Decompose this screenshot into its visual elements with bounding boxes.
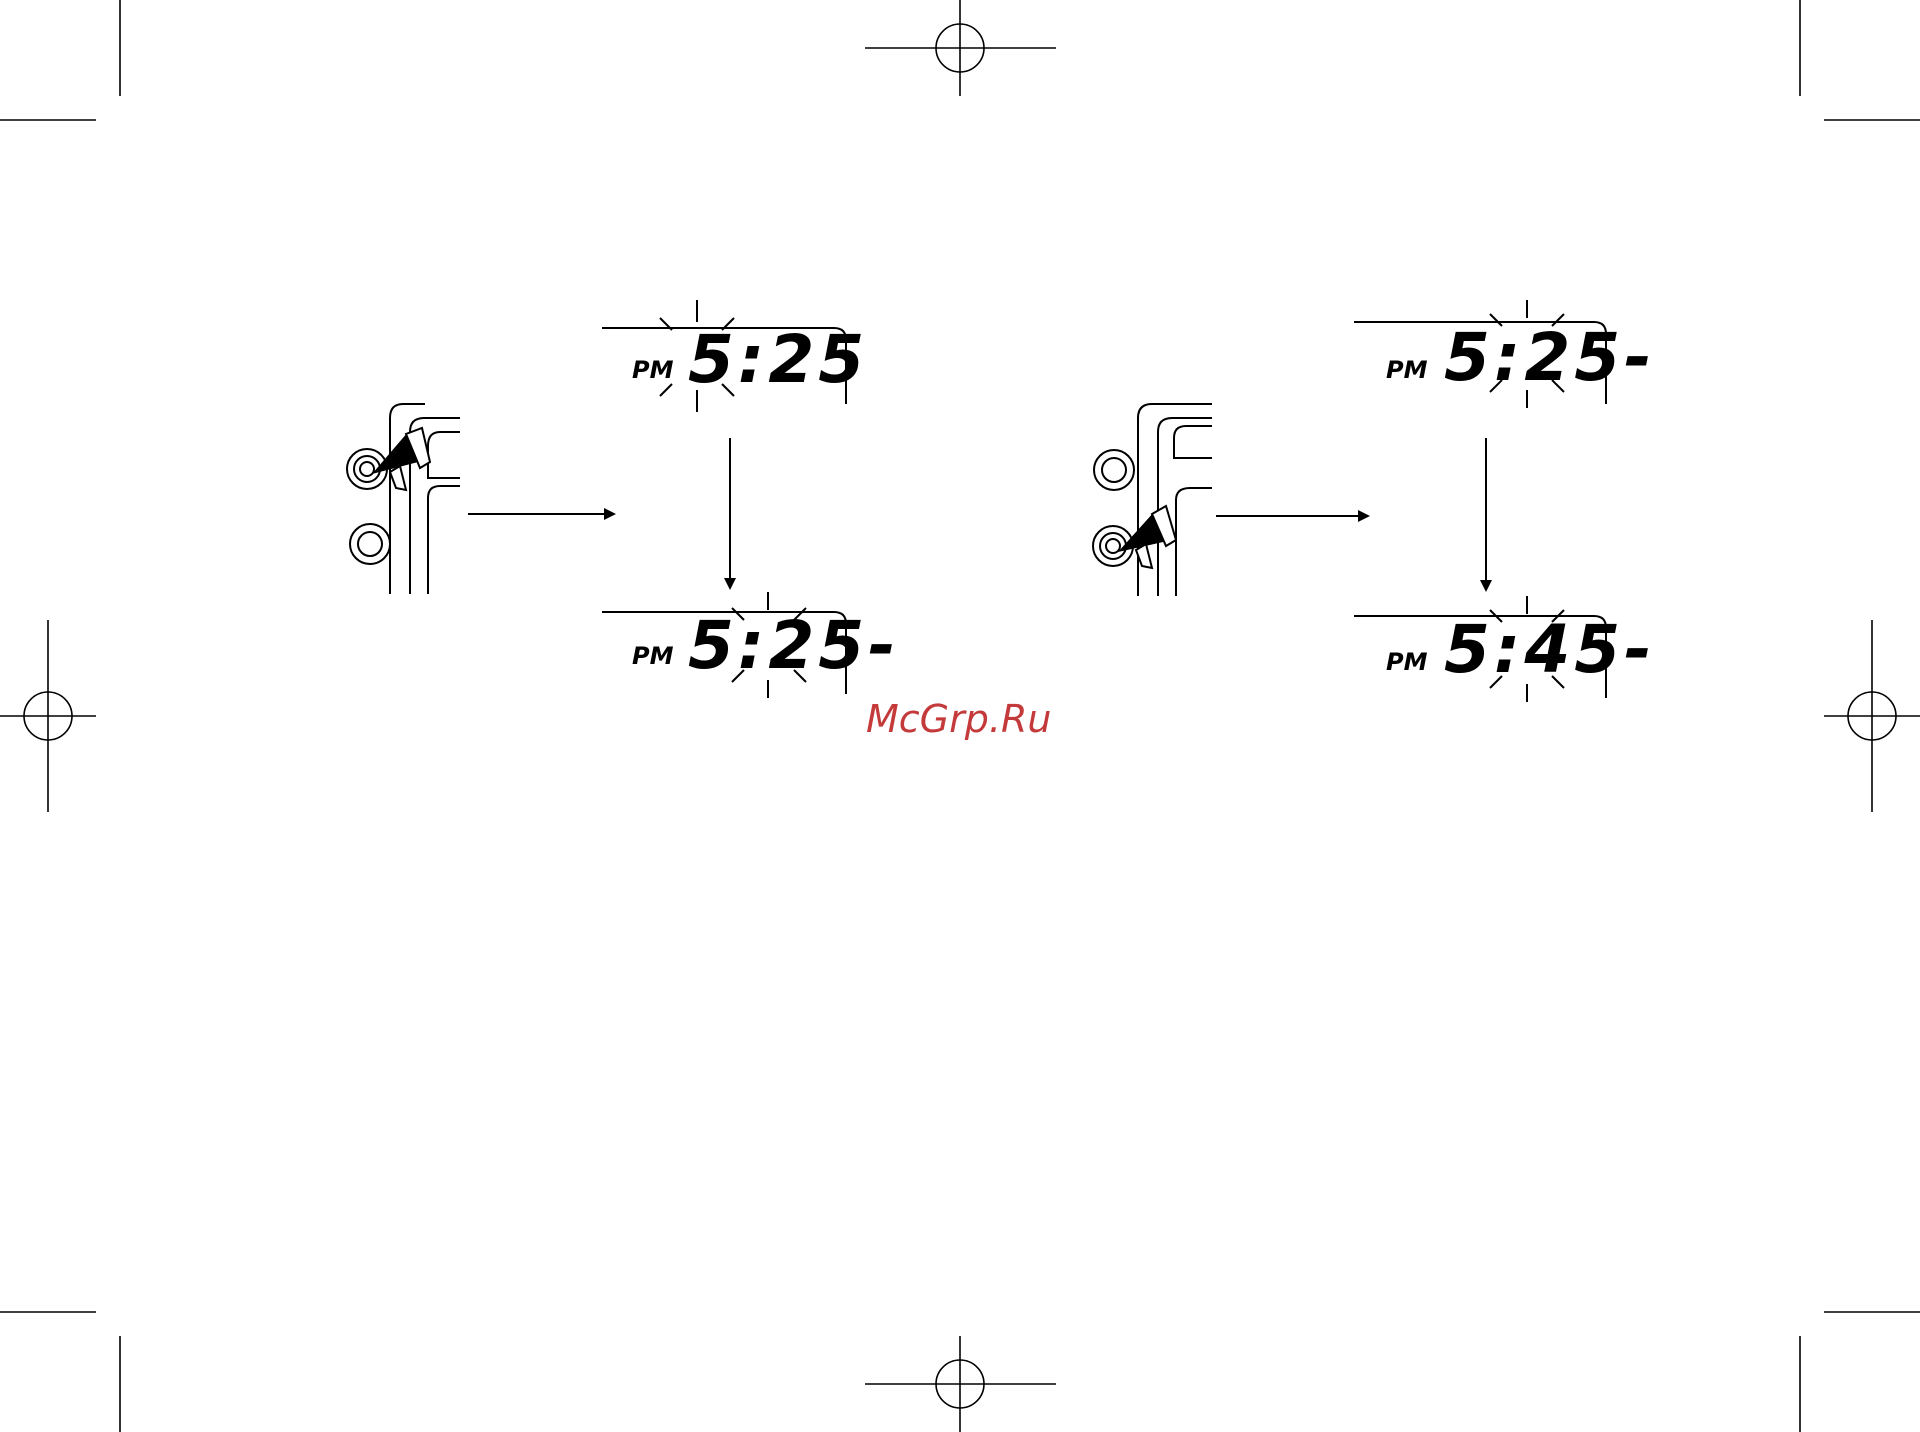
watermark-text: McGrp.Ru bbox=[866, 697, 1051, 741]
pointer-hand-icon bbox=[1118, 506, 1176, 568]
lcd-display: PM 5:25- bbox=[1354, 300, 1656, 408]
registration-mark-right bbox=[1824, 620, 1920, 812]
button-icon bbox=[350, 524, 390, 564]
ampm-indicator: PM bbox=[1386, 648, 1428, 676]
registration-mark-left bbox=[0, 620, 96, 812]
ampm-indicator: PM bbox=[632, 356, 674, 384]
time-readout: 5:25- bbox=[688, 607, 900, 684]
time-readout: 5:25 bbox=[688, 321, 868, 398]
device-edge-left bbox=[390, 404, 460, 594]
lcd-display: PM 5:25 bbox=[602, 300, 868, 412]
button-icon bbox=[1094, 450, 1134, 490]
lcd-display: PM 5:25- bbox=[602, 592, 900, 698]
registration-mark-bottom bbox=[865, 1336, 1056, 1432]
lcd-display: PM 5:45- bbox=[1354, 596, 1656, 702]
time-readout: 5:25- bbox=[1444, 319, 1656, 396]
registration-mark-top bbox=[865, 0, 1056, 96]
pointer-hand-icon bbox=[372, 428, 430, 490]
ampm-indicator: PM bbox=[1386, 356, 1428, 384]
ampm-indicator: PM bbox=[632, 642, 674, 670]
time-readout: 5:45- bbox=[1444, 611, 1656, 688]
